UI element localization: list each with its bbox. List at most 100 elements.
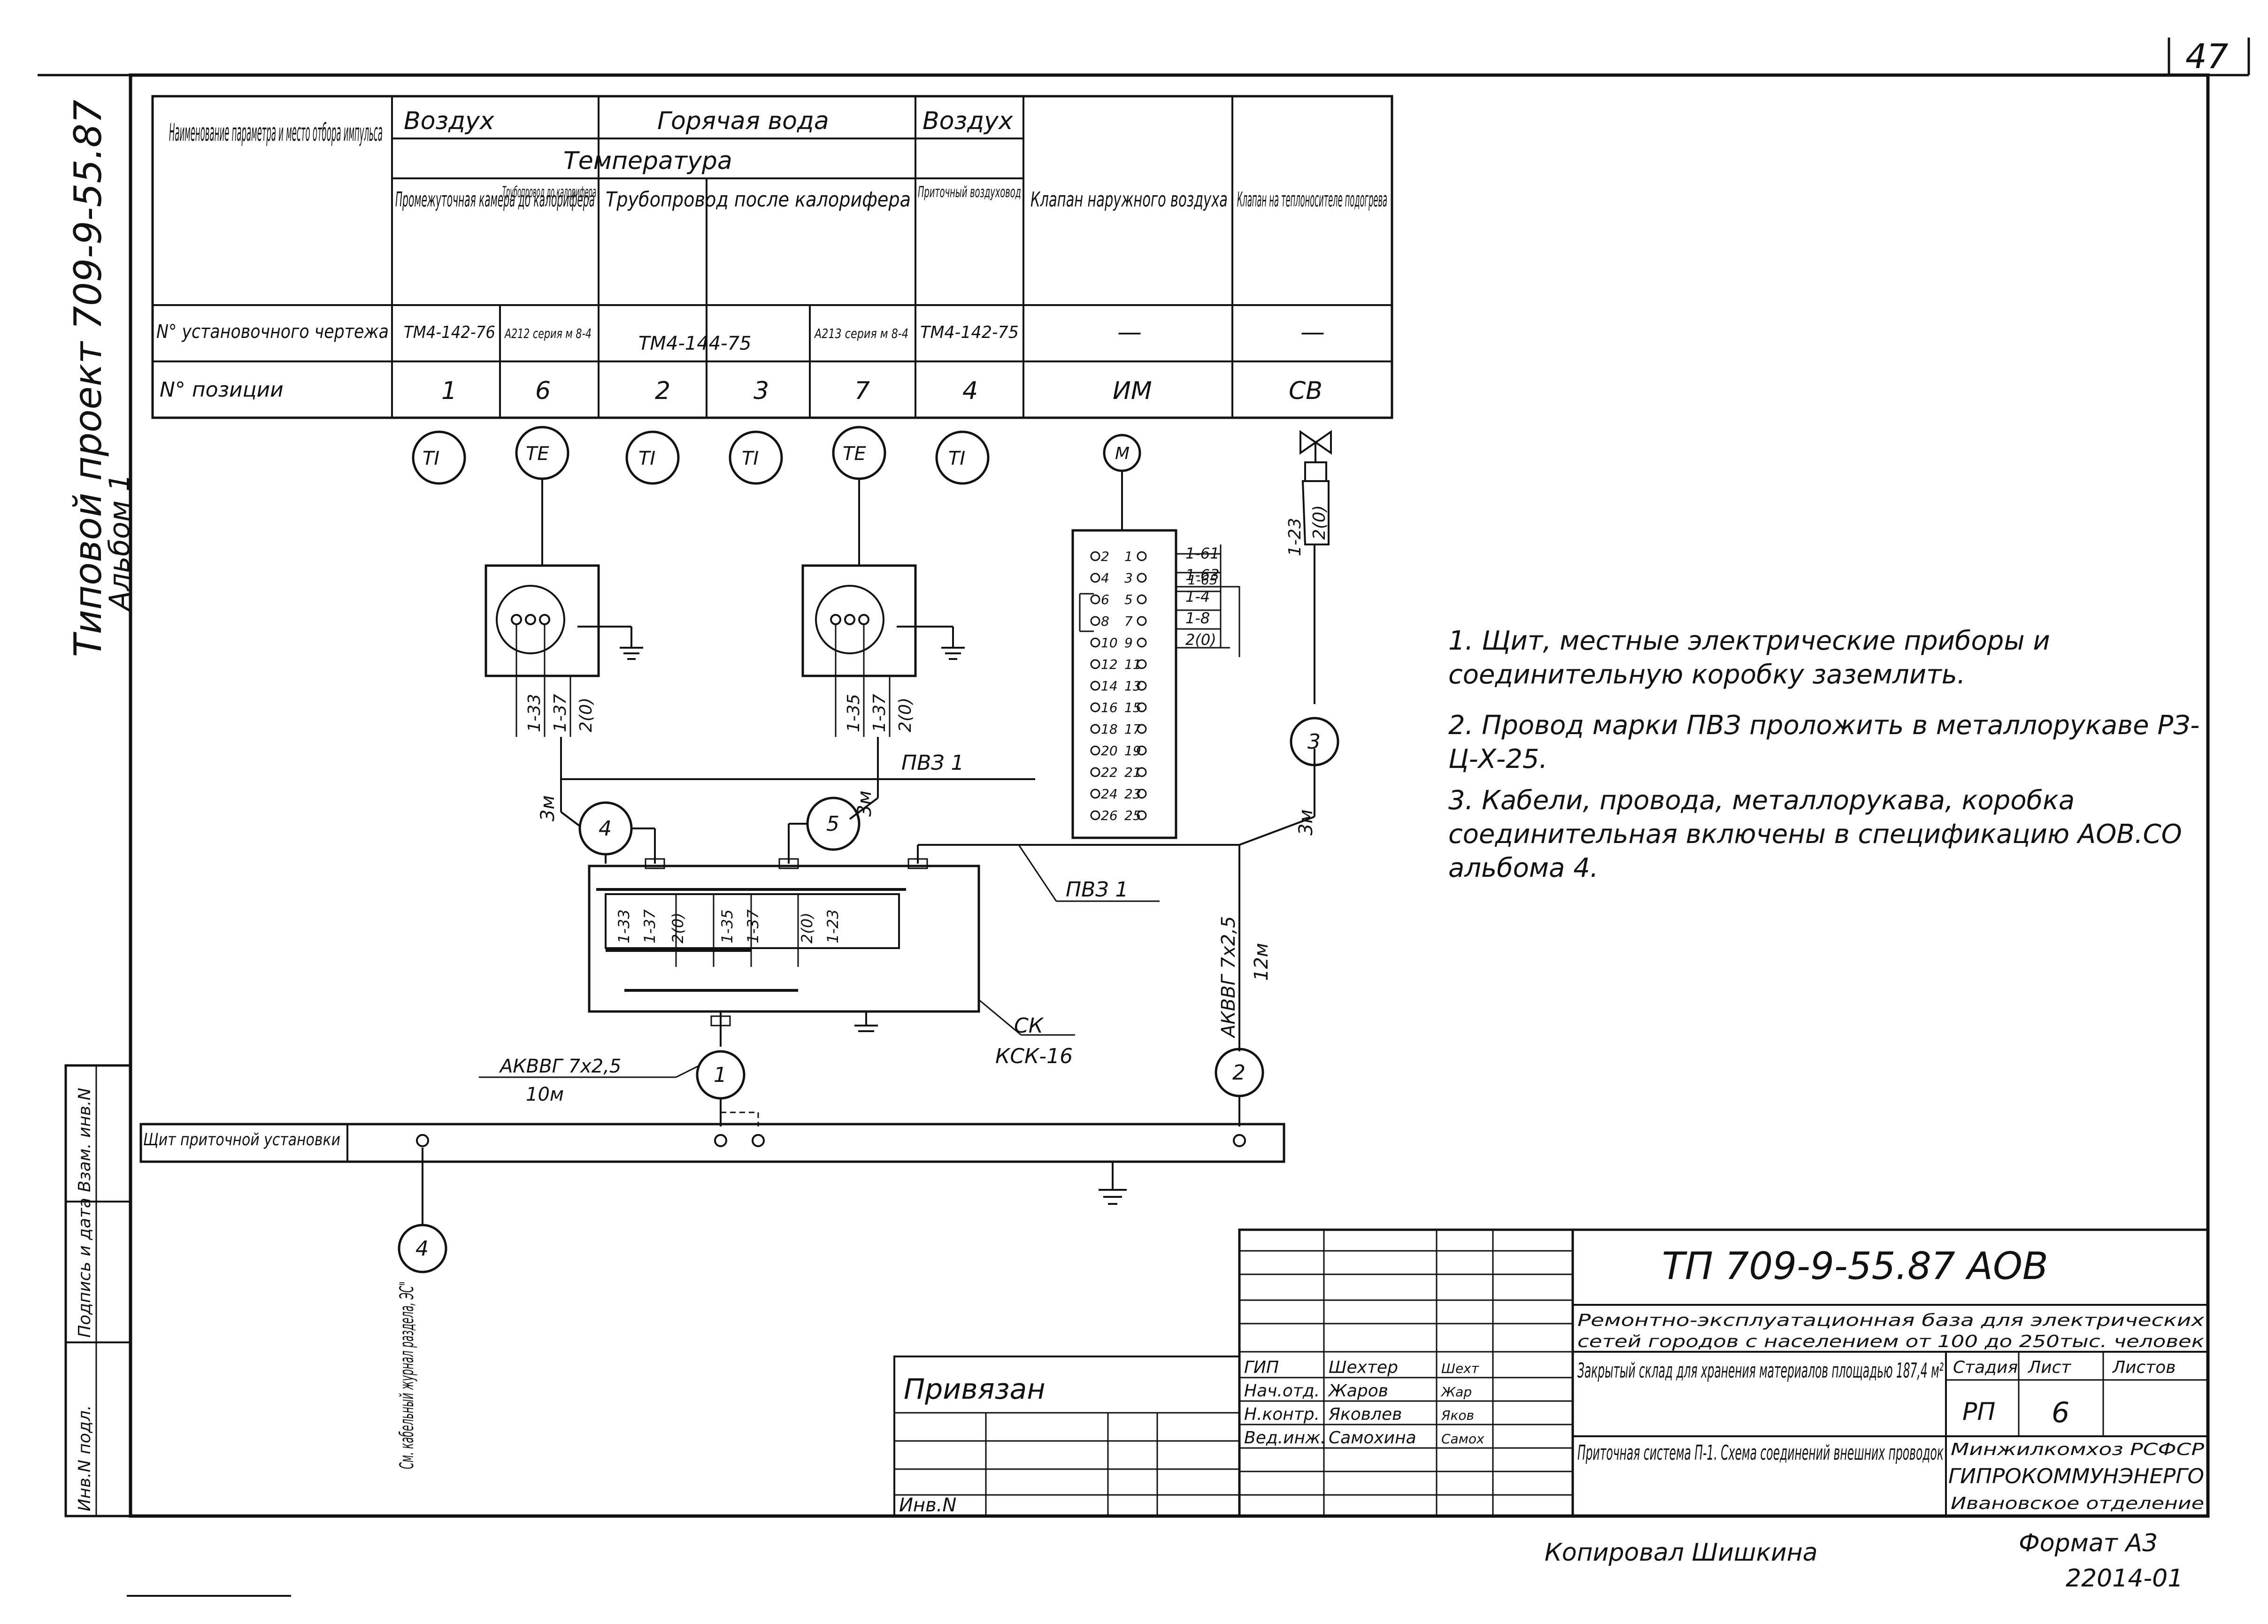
cable-len-3: 3м xyxy=(1295,809,1317,835)
circle-4: 4 xyxy=(599,817,612,841)
role-name: Шехтер xyxy=(1329,1358,1398,1377)
role-signature: Яков xyxy=(1441,1408,1474,1423)
terminal-dot xyxy=(1137,573,1147,583)
valve-cable: 1-23 xyxy=(1285,518,1305,556)
stamp-signature-date: Подпись и дата xyxy=(75,1198,94,1338)
terminal-even-number: 2 xyxy=(1101,549,1109,564)
cable1-length: 10м xyxy=(526,1084,564,1105)
department: Ивановское отделение xyxy=(1951,1494,2204,1513)
terminal-dot xyxy=(1090,724,1100,734)
col-supply-duct: Приточный воздуховод xyxy=(918,183,1021,201)
terminal-odd-number: 5 xyxy=(1124,592,1133,607)
row-drawing-label: N° установочного чертежа xyxy=(156,321,389,343)
notes: 1. Щит, местные электрические приборы и … xyxy=(1448,626,2200,878)
role-label: Вед.инж. xyxy=(1244,1428,1326,1448)
cable1-type: АКВВГ 7х2,5 xyxy=(499,1056,621,1077)
terminal-dot xyxy=(1090,702,1100,712)
sensor-ti-4: TI xyxy=(948,448,965,469)
cable-journal-ref: См. кабельный журнал раздела, ЭС" xyxy=(396,1281,418,1469)
note-text: 1. Щит, местные электрические приборы и … xyxy=(1448,626,2050,690)
note-text: 2. Провод марки ПВЗ проложить в металлор… xyxy=(1448,710,2200,774)
device-box-2 xyxy=(801,479,965,820)
terminal-dot xyxy=(1090,681,1100,691)
box2-wire-1: 1-35 xyxy=(844,694,863,732)
terminal-dot xyxy=(1090,637,1100,648)
ck-label: СК xyxy=(1014,1014,1044,1038)
drawing-sv: — xyxy=(1300,318,1325,346)
cable-len-4: 3м xyxy=(537,795,559,821)
circle-4b: 4 xyxy=(415,1237,429,1261)
sensor-bubble-ti-2 xyxy=(625,430,680,485)
box2-wire-3: 2(0) xyxy=(896,697,915,732)
heat-valve-symbol xyxy=(1239,430,1332,846)
circle-3-bubble xyxy=(1290,717,1339,766)
role-name: Самохина xyxy=(1329,1428,1416,1448)
col-intermediate-chamber: Промежуточная камера до калорифера xyxy=(395,188,595,212)
terminal-odd-number: 9 xyxy=(1124,635,1133,651)
terminal-even-number: 16 xyxy=(1101,700,1118,715)
terminal-even-number: 6 xyxy=(1101,592,1109,607)
terminal-odd-number: 15 xyxy=(1124,700,1141,715)
stamp-replace-inv: Взам. инв.N xyxy=(75,1088,94,1192)
role-signature: Самох xyxy=(1441,1431,1484,1447)
terminal-dot xyxy=(1090,573,1100,583)
cable2-type: АКВВГ 7х2,5 xyxy=(1218,916,1239,1039)
drawing-6: А212 серия м 8-4 xyxy=(504,326,592,341)
note-text: 3. Кабели, провода, металлорукава, короб… xyxy=(1448,785,2182,878)
terminal-even-number: 4 xyxy=(1101,570,1109,586)
ministry: Минжилкомхоз РСФСР xyxy=(1951,1440,2204,1459)
sensor-ti-1: TI xyxy=(423,448,439,469)
org-line-2: сетей городов с населением от 100 до 250… xyxy=(1577,1332,2204,1351)
terminal-odd-number: 11 xyxy=(1124,657,1141,672)
terminal-wire-label: 1-4 xyxy=(1185,588,1210,605)
terminal-dot xyxy=(1090,594,1100,605)
terminal-dot xyxy=(1090,810,1100,820)
cable2-length: 12м xyxy=(1251,943,1272,981)
org-line-1: Ремонтно-эксплуатационная база для элект… xyxy=(1577,1311,2205,1330)
drawing-7: А213 серия м 8-4 xyxy=(814,326,908,341)
terminal-dot xyxy=(1137,637,1147,648)
terminal-dot xyxy=(1090,616,1100,626)
terminal-odd-number: 17 xyxy=(1124,721,1141,737)
terminal-even-number: 8 xyxy=(1101,613,1109,629)
terminal-dot xyxy=(1137,702,1147,712)
col-pipe-after: Трубопровод после калорифера xyxy=(606,188,911,212)
terminal-even-number: 22 xyxy=(1101,765,1118,780)
album: Альбом 1 xyxy=(103,474,136,612)
terminal-odd-number: 23 xyxy=(1124,786,1141,802)
box1-wire-2: 1-37 xyxy=(551,694,570,732)
terminal-dot xyxy=(1090,745,1100,756)
sensor-ti-2: TI xyxy=(638,448,655,469)
ck-type: КСК-16 xyxy=(995,1044,1073,1068)
circle-1: 1 xyxy=(714,1063,727,1087)
page-number: 47 xyxy=(2185,37,2229,76)
supply-panel xyxy=(139,1123,1285,1273)
drawing-4: ТМ4-142-75 xyxy=(920,323,1019,342)
terminal-wire-label: 1-61 xyxy=(1185,544,1220,562)
sensor-bubble-ti-3 xyxy=(729,430,783,485)
junction-terminal-label: 2(0) xyxy=(669,912,687,943)
note-1: 1. Щит, местные электрические приборы и … xyxy=(1448,626,2050,690)
junction-terminal-label: 1-37 xyxy=(744,909,762,943)
position-sv: СВ xyxy=(1289,377,1322,405)
stage-label: Стадия xyxy=(1953,1358,2018,1377)
order-number: 22014-01 xyxy=(2066,1564,2183,1593)
position-7: 7 xyxy=(854,377,870,405)
parameter-table xyxy=(151,95,1393,419)
pv3-wiring xyxy=(561,778,1239,902)
medium-air-1: Воздух xyxy=(404,107,495,135)
param-header: Наименование параметра и место отбора им… xyxy=(169,119,383,147)
role-label: ГИП xyxy=(1244,1358,1279,1377)
role-label: Н.контр. xyxy=(1244,1405,1320,1424)
sensor-bubble-ti-4 xyxy=(935,430,990,485)
position-im: ИМ xyxy=(1113,377,1152,405)
terminal-odd-number: 25 xyxy=(1124,808,1141,823)
junction-terminal-label: 2(0) xyxy=(798,912,816,943)
sensor-m: M xyxy=(1115,444,1130,463)
drawing-1: ТМ4-142-76 xyxy=(404,323,495,342)
terminal-even-number: 12 xyxy=(1101,657,1118,672)
role-name: Жаров xyxy=(1328,1381,1388,1401)
